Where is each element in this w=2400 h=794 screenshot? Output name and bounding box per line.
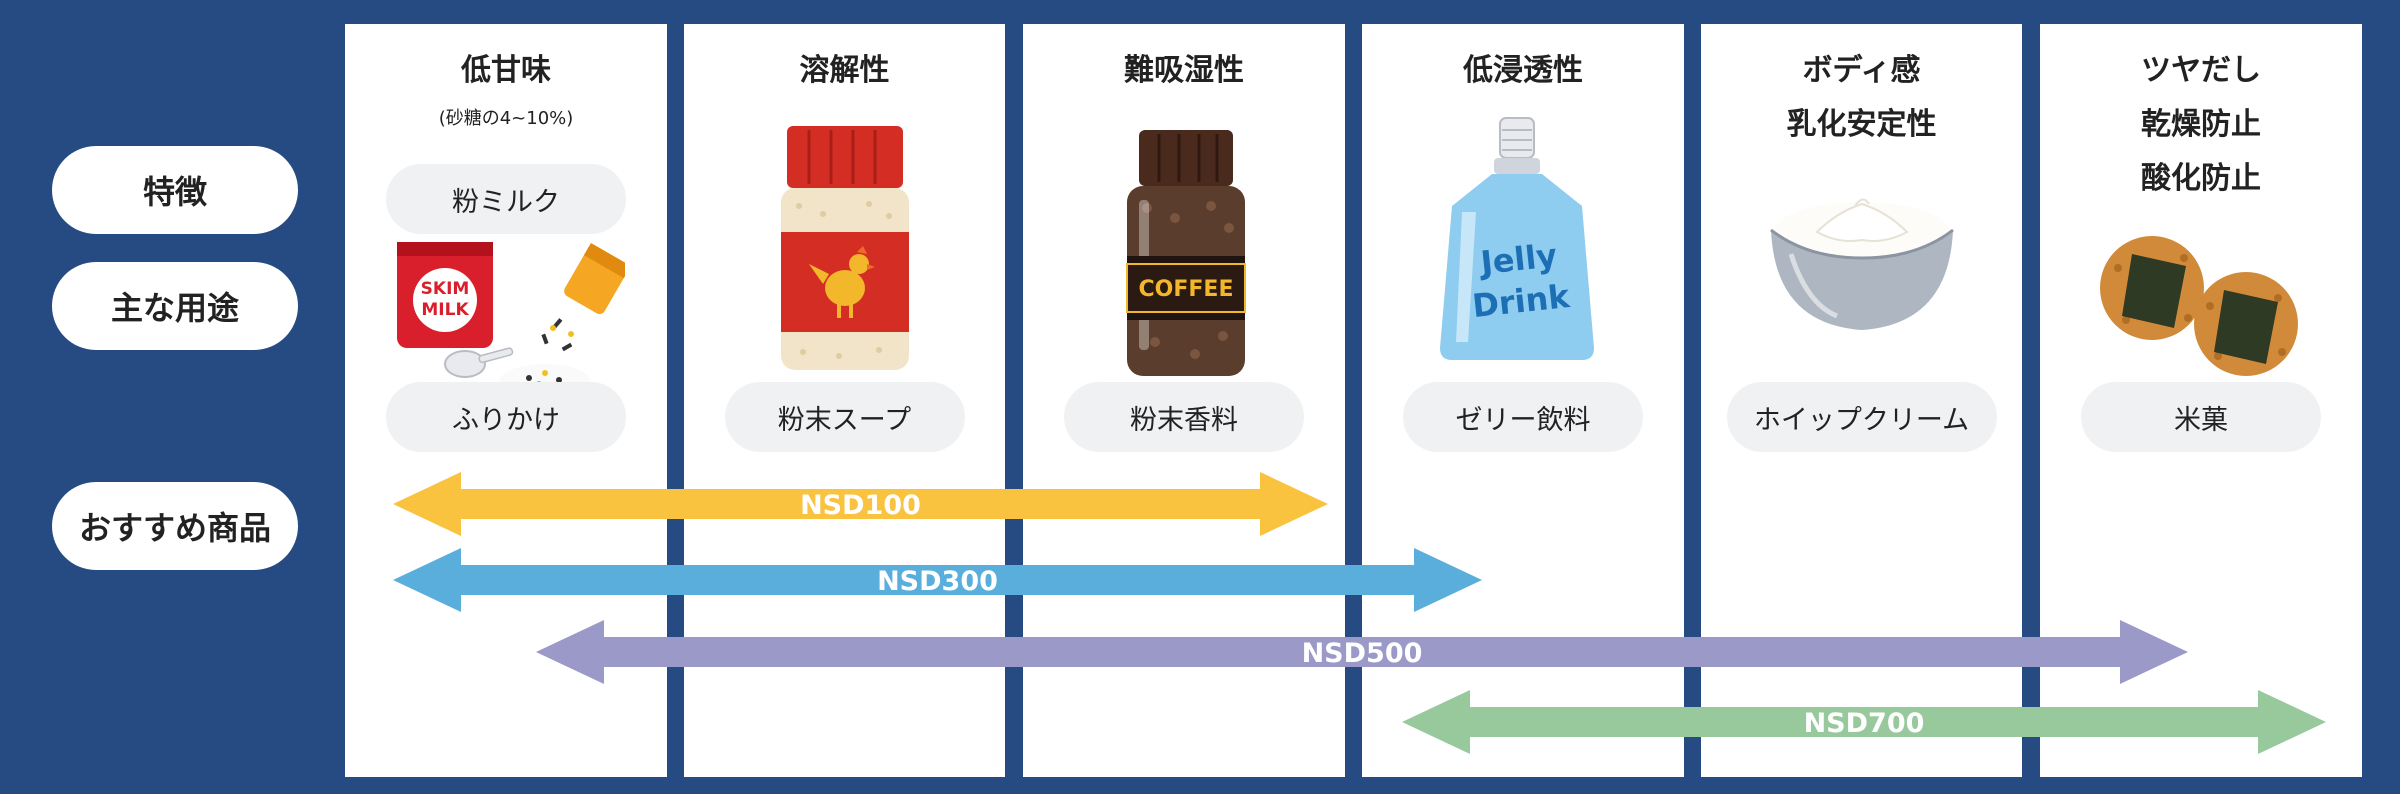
column-title-line: ツヤだし xyxy=(2141,53,2261,88)
skim-milk-label-top: SKIM xyxy=(421,279,470,299)
column-title: 低甘味 xyxy=(345,44,667,98)
row-label-recommended: おすすめ商品 xyxy=(52,482,298,570)
whipped-cream-bowl-illustration xyxy=(1770,198,1954,330)
soup-powder-jar-illustration xyxy=(781,126,909,370)
column-title-line: 低浸透性 xyxy=(1463,53,1583,88)
jelly-pouch-label-top: Jelly xyxy=(1477,236,1559,282)
coffee-jar-label: COFFEE xyxy=(1139,277,1234,302)
product-arrow-label: NSD500 xyxy=(1302,638,1423,669)
use-chip-powdered-milk: 粉ミルク xyxy=(386,164,626,234)
use-chip-jelly-drink: ゼリー飲料 xyxy=(1403,382,1643,452)
use-chip-powdered-soup: 粉末スープ xyxy=(724,382,965,452)
column-title: 低浸透性 xyxy=(1362,44,1684,98)
coffee-jar-illustration: COFFEE xyxy=(1126,130,1246,376)
product-arrow-nsd700 xyxy=(1402,690,2326,754)
product-arrow-nsd500 xyxy=(536,620,2188,684)
column-title-line: 乾燥防止 xyxy=(2141,107,2261,142)
column-title: 難吸湿性 xyxy=(1023,44,1345,98)
column-title: 溶解性 xyxy=(684,44,1005,98)
use-chip-powdered-flavor: 粉末香料 xyxy=(1064,382,1304,452)
column-low-sweetness: 低甘味 (砂糖の4~10%) 粉ミルク SKIM MILK ふりかけ xyxy=(345,24,667,777)
use-chip-rice-crackers: 米菓 xyxy=(2081,382,2321,452)
column-title-line: ボディ感 xyxy=(1802,53,1921,88)
column-title-line: 酸化防止 xyxy=(2141,161,2261,196)
column-title-line: 乳化安定性 xyxy=(1786,107,1937,142)
rice-crackers-illustration xyxy=(2100,236,2298,376)
column-title-line: 難吸湿性 xyxy=(1124,53,1244,88)
product-arrow-nsd100 xyxy=(393,472,1328,536)
column-title: ボディ感 乳化安定性 xyxy=(1701,44,2022,152)
row-label-features: 特徴 xyxy=(52,146,298,234)
column-title: ツヤだし 乾燥防止 酸化防止 xyxy=(2040,44,2362,206)
product-arrow-label: NSD300 xyxy=(877,566,998,597)
skim-milk-label-bottom: MILK xyxy=(421,300,469,320)
jelly-drink-pouch-illustration: Jelly Drink xyxy=(1440,117,1594,360)
column-title-line: 低甘味 xyxy=(461,53,551,88)
product-arrow-label: NSD700 xyxy=(1804,708,1925,739)
product-arrow-label: NSD100 xyxy=(800,490,921,521)
use-chip-whipped-cream: ホイップクリーム xyxy=(1726,382,1997,452)
product-arrow-nsd300 xyxy=(393,548,1482,612)
column-subtitle: (砂糖の4~10%) xyxy=(438,108,574,129)
column-title-line: 溶解性 xyxy=(799,53,890,88)
row-label-uses: 主な用途 xyxy=(52,262,298,350)
use-chip-furikake: ふりかけ xyxy=(386,382,626,452)
